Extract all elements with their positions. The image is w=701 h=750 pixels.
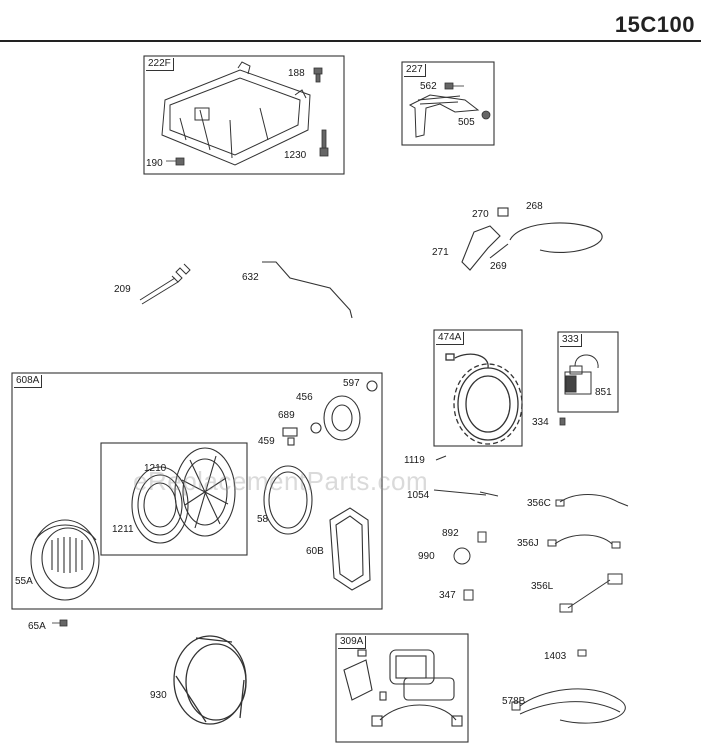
module-333-drawing xyxy=(564,354,599,395)
part-label: 65A xyxy=(28,621,46,632)
part-label: 60B xyxy=(306,546,324,557)
part-label: 1230 xyxy=(284,150,307,161)
part-label: 347 xyxy=(439,590,456,601)
part-label: 597 xyxy=(343,378,360,389)
bracket-222F-drawing xyxy=(161,61,311,166)
kit-box-222F xyxy=(143,55,345,175)
kit-box-227 xyxy=(401,61,495,146)
part-label: 689 xyxy=(278,410,295,421)
part-label: 271 xyxy=(432,247,449,258)
part-label: 269 xyxy=(490,261,507,272)
cable-268-drawing xyxy=(461,207,603,271)
link-632-drawing xyxy=(262,261,353,319)
part-label: 851 xyxy=(595,387,612,398)
part-label: 892 xyxy=(442,528,459,539)
kit-label-333: 333 xyxy=(560,334,582,347)
kit-label-608A: 608A xyxy=(14,375,43,388)
kit-label-309A: 309A xyxy=(338,636,367,649)
part-label: 1403 xyxy=(544,651,567,662)
part-label: 334 xyxy=(532,417,549,428)
kit-label-474A: 474A xyxy=(436,332,465,345)
part-label: 990 xyxy=(418,551,435,562)
harness-parts-drawing xyxy=(433,455,629,724)
part-label: 190 xyxy=(146,158,163,169)
part-label: 209 xyxy=(114,284,131,295)
part-label: 1054 xyxy=(407,490,430,501)
kit-sub-box xyxy=(100,442,248,556)
part-label: 1210 xyxy=(144,463,167,474)
part-label: 55A xyxy=(15,576,33,587)
kit-label-222F: 222F xyxy=(146,58,174,71)
part-label: 356L xyxy=(531,581,554,592)
kit-label-227: 227 xyxy=(404,64,426,77)
part-label: 578B xyxy=(502,696,526,707)
kit-box-608A xyxy=(11,372,383,610)
part-label: 356J xyxy=(517,538,539,549)
part-label: 1211 xyxy=(112,524,134,535)
part-label: 456 xyxy=(296,392,313,403)
ring-930-drawing xyxy=(173,635,247,725)
kit-box-474A xyxy=(433,329,523,447)
kit-box-309A xyxy=(335,633,469,743)
model-number: 15C100 xyxy=(614,12,695,37)
spring-209-drawing xyxy=(139,263,191,305)
kit-box-333 xyxy=(557,331,619,413)
part-label: 459 xyxy=(258,436,275,447)
part-label: 188 xyxy=(288,68,305,79)
part-label: 1119 xyxy=(404,455,425,466)
part-label: 268 xyxy=(526,201,543,212)
part-label: 562 xyxy=(420,81,437,92)
part-label: 58 xyxy=(257,514,269,525)
part-label: 270 xyxy=(472,209,489,220)
starter-309A-drawing xyxy=(343,649,463,727)
part-label: 930 xyxy=(150,690,167,701)
lever-227-drawing xyxy=(408,94,480,138)
alternator-474A-drawing xyxy=(445,353,523,445)
watermark-text: eReplacementParts.com xyxy=(133,466,429,496)
part-label: 505 xyxy=(458,117,475,128)
recoil-608A-drawing xyxy=(30,380,378,601)
header-rule xyxy=(0,40,701,42)
part-label: 632 xyxy=(242,272,259,283)
part-label: 356C xyxy=(527,498,551,509)
